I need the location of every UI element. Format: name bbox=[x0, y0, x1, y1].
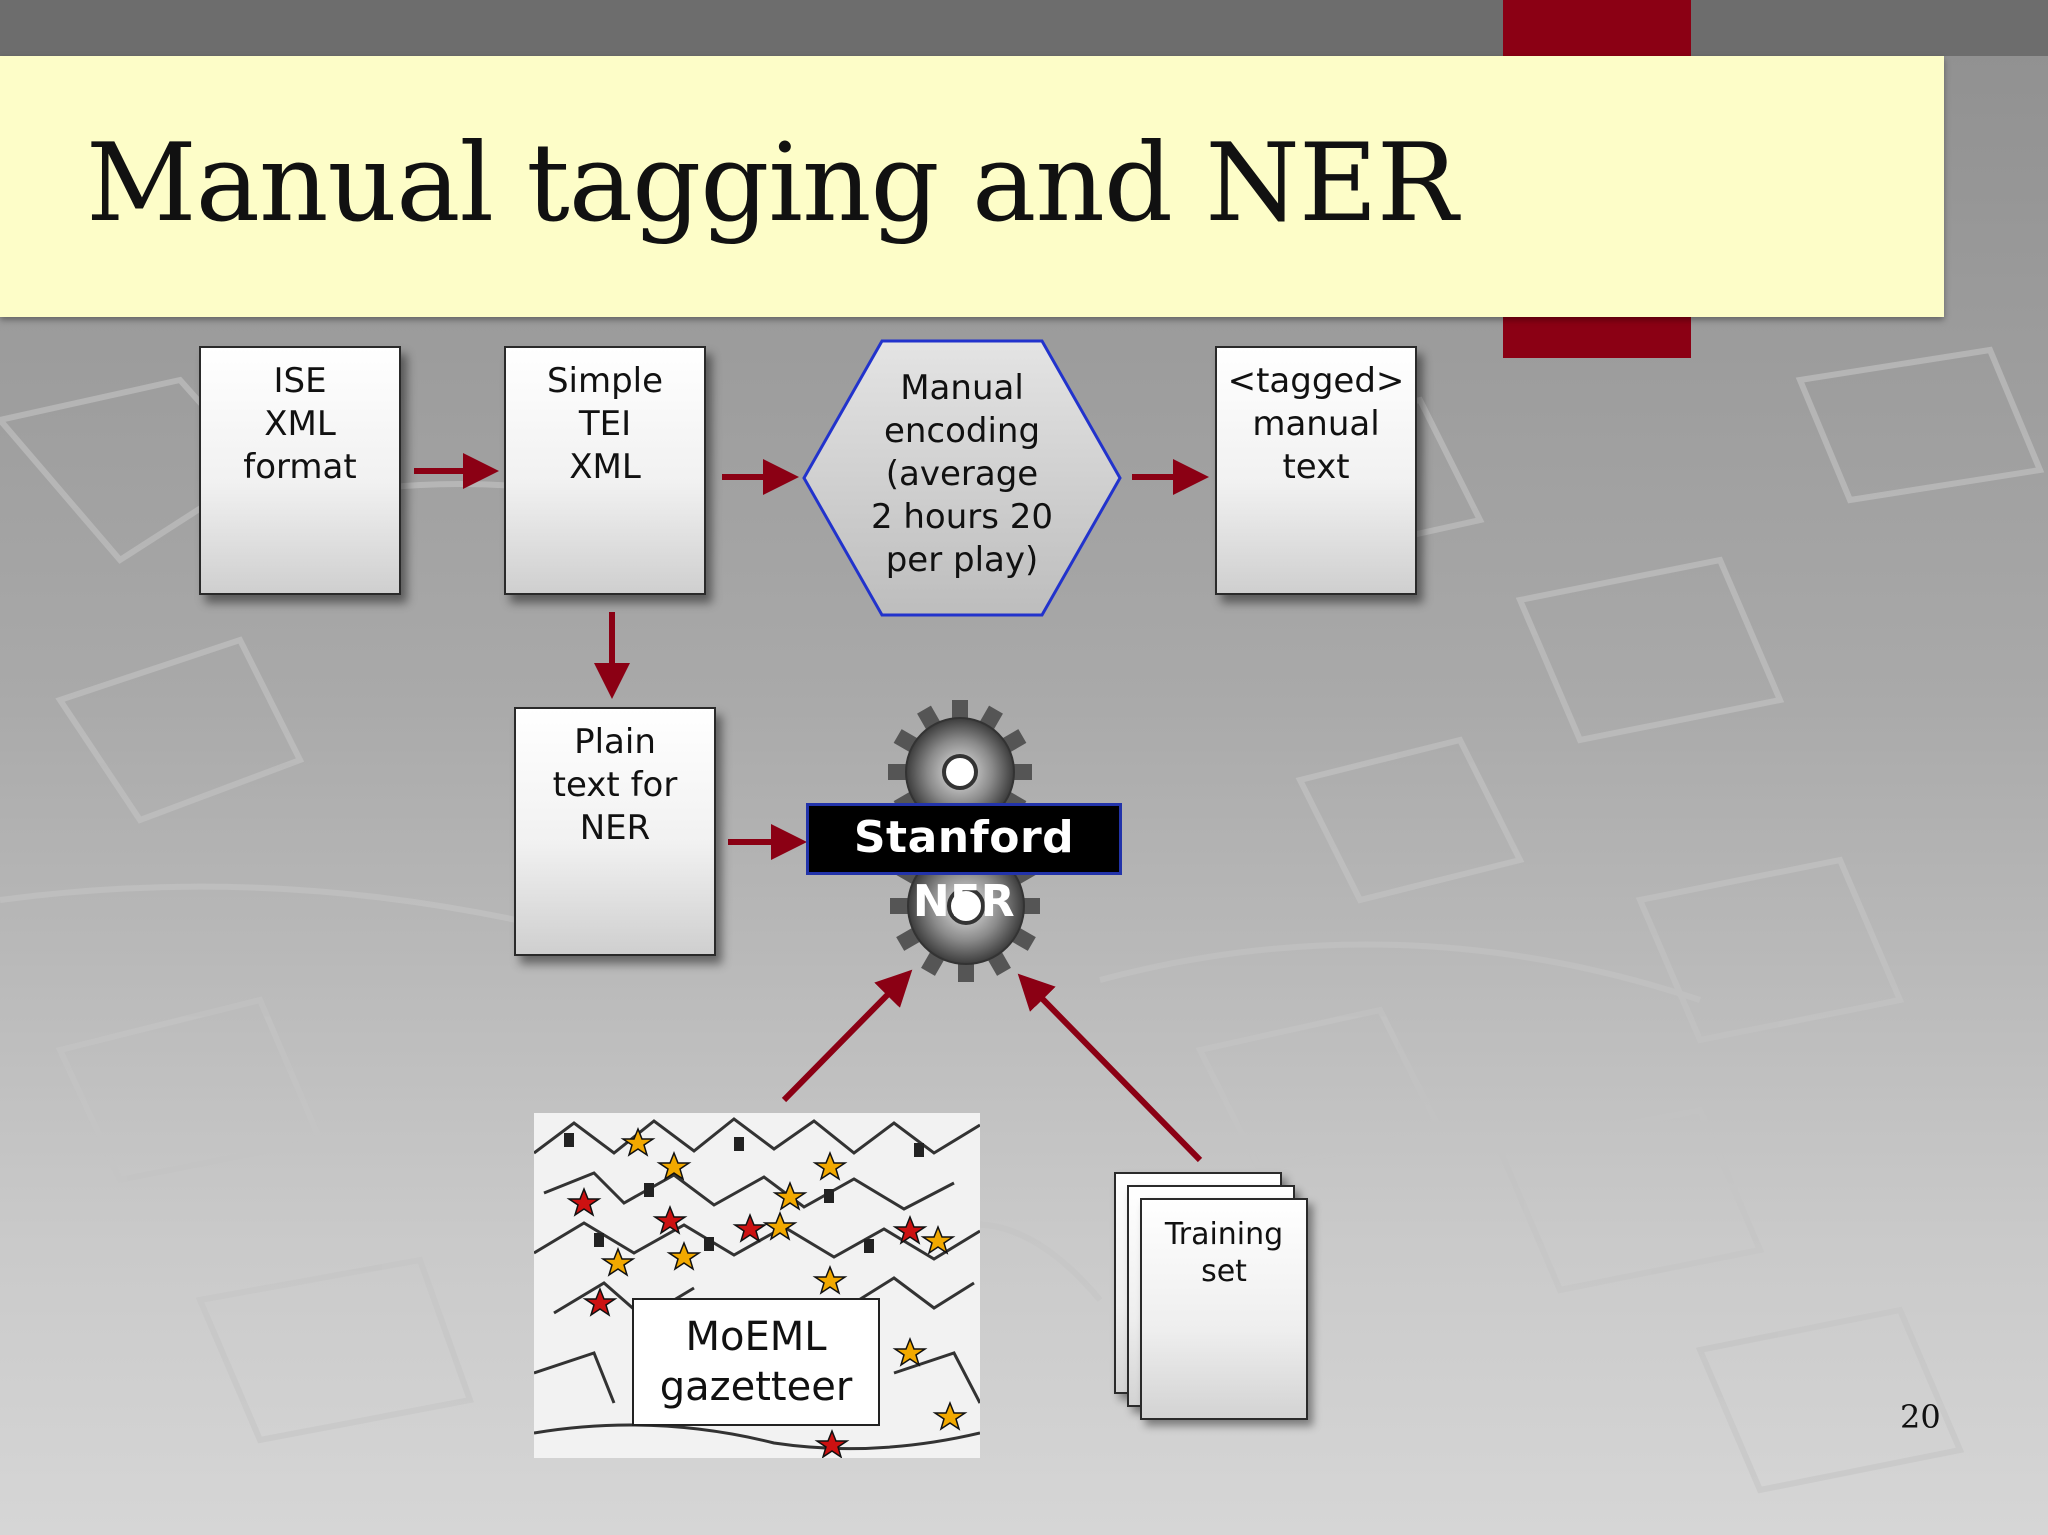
stanford-ner-label: Stanford NER bbox=[806, 803, 1122, 927]
node-tagged-manual-text: <tagged> manual text bbox=[1215, 346, 1417, 595]
star-icons bbox=[566, 1126, 968, 1458]
node-plain-text-for-ner: Plain text for NER bbox=[514, 707, 716, 956]
arrow-training-to-ner bbox=[1017, 973, 1203, 1163]
node-ise-xml-format: ISE XML format bbox=[199, 346, 401, 595]
top-strip bbox=[0, 0, 2048, 56]
training-set-sheet-front bbox=[1140, 1198, 1308, 1420]
node-manual-encoding: Manual encoding (average 2 hours 20 per … bbox=[800, 337, 1124, 619]
hexagon-shape bbox=[802, 339, 1122, 617]
node-simple-tei-xml: Simple TEI XML bbox=[504, 346, 706, 595]
arrow-gazetteer-to-ner bbox=[781, 969, 913, 1103]
gazetteer-map-image: MoEML gazetteer bbox=[534, 1113, 980, 1458]
page-number: 20 bbox=[1900, 1398, 1941, 1436]
gazetteer-label: MoEML gazetteer bbox=[632, 1298, 880, 1426]
title-bar bbox=[0, 56, 1944, 317]
training-set-label: Training set bbox=[1164, 1217, 1284, 1289]
slide-title: Manual tagging and NER bbox=[86, 121, 1458, 246]
manual-encoding-label: Manual encoding (average 2 hours 20 per … bbox=[870, 368, 1054, 580]
